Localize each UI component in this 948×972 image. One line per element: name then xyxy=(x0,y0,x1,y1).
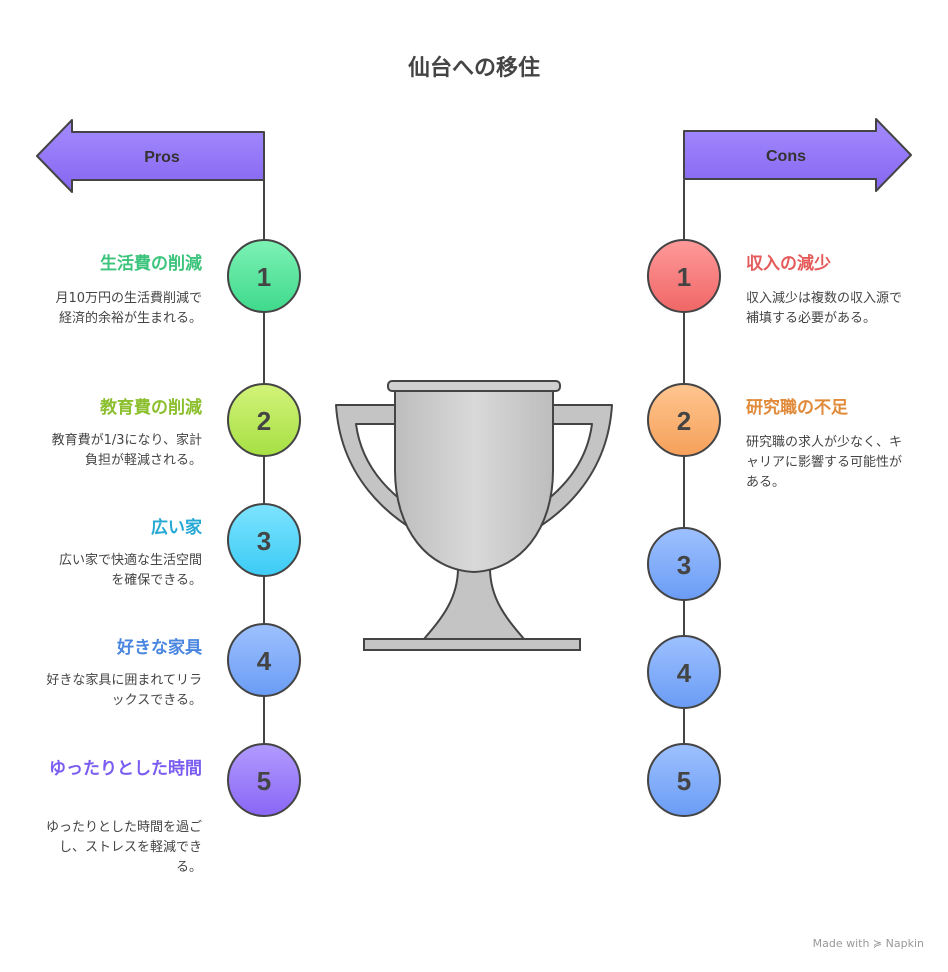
cons-item-2-desc: 研究職の求人が少なく、キャリアに影響する可能性がある。 xyxy=(746,435,903,490)
pros-node-1-number: 1 xyxy=(257,262,271,292)
pros-node-2-number: 2 xyxy=(257,406,271,436)
cons-arrow xyxy=(683,118,912,192)
trophy-icon xyxy=(335,380,613,651)
cons-node-2: 2 xyxy=(647,383,721,457)
cons-node-5: 5 xyxy=(647,743,721,817)
pros-arrow xyxy=(36,119,265,193)
pros-node-2: 2 xyxy=(227,383,301,457)
pros-node-1: 1 xyxy=(227,239,301,313)
pros-item-1-title: 生活費の削減 xyxy=(100,254,202,274)
pros-item-3-desc: 広い家で快適な生活空間を確保できる。 xyxy=(58,553,202,588)
pros-item-3-title: 広い家 xyxy=(151,518,202,538)
page-title: 仙台への移住 xyxy=(407,56,540,81)
cons-node-1-number: 1 xyxy=(677,262,691,292)
pros-item-1-desc: 月10万円の生活費削減で経済的余裕が生まれる。 xyxy=(55,291,202,326)
pros-node-3: 3 xyxy=(227,503,301,577)
pros-node-4-number: 4 xyxy=(257,646,272,676)
cons-node-3: 3 xyxy=(647,527,721,601)
cons-node-4: 4 xyxy=(647,635,721,709)
pros-item-5-title: ゆったりとした時間 xyxy=(49,759,202,779)
pros-node-3-number: 3 xyxy=(257,526,271,556)
pros-label: Pros xyxy=(144,149,180,166)
cons-node-4-number: 4 xyxy=(677,658,692,688)
cons-node-3-number: 3 xyxy=(677,550,691,580)
cons-item-1-title: 収入の減少 xyxy=(746,254,831,274)
pros-node-5-number: 5 xyxy=(257,766,271,796)
napkin-footer: Made with ≽ Napkin xyxy=(812,937,924,950)
cons-node-2-number: 2 xyxy=(677,406,691,436)
pros-item-2-title: 教育費の削減 xyxy=(100,398,202,418)
pros-node-5: 5 xyxy=(227,743,301,817)
pros-item-5-desc: ゆったりとした時間を過ごし、ストレスを軽減できる。 xyxy=(46,820,203,875)
cons-node-5-number: 5 xyxy=(677,766,691,796)
pros-item-4-title: 好きな家具 xyxy=(117,638,202,658)
pros-node-4: 4 xyxy=(227,623,301,697)
pros-item-2-desc: 教育費が1/3になり、家計負担が軽減される。 xyxy=(51,433,202,468)
cons-node-1: 1 xyxy=(647,239,721,313)
cons-item-1-desc: 収入減少は複数の収入源で補填する必要がある。 xyxy=(746,291,903,326)
pros-item-4-desc: 好きな家具に囲まれてリラックスできる。 xyxy=(46,673,202,708)
cons-label: Cons xyxy=(766,148,806,165)
cons-item-2-title: 研究職の不足 xyxy=(746,398,848,418)
